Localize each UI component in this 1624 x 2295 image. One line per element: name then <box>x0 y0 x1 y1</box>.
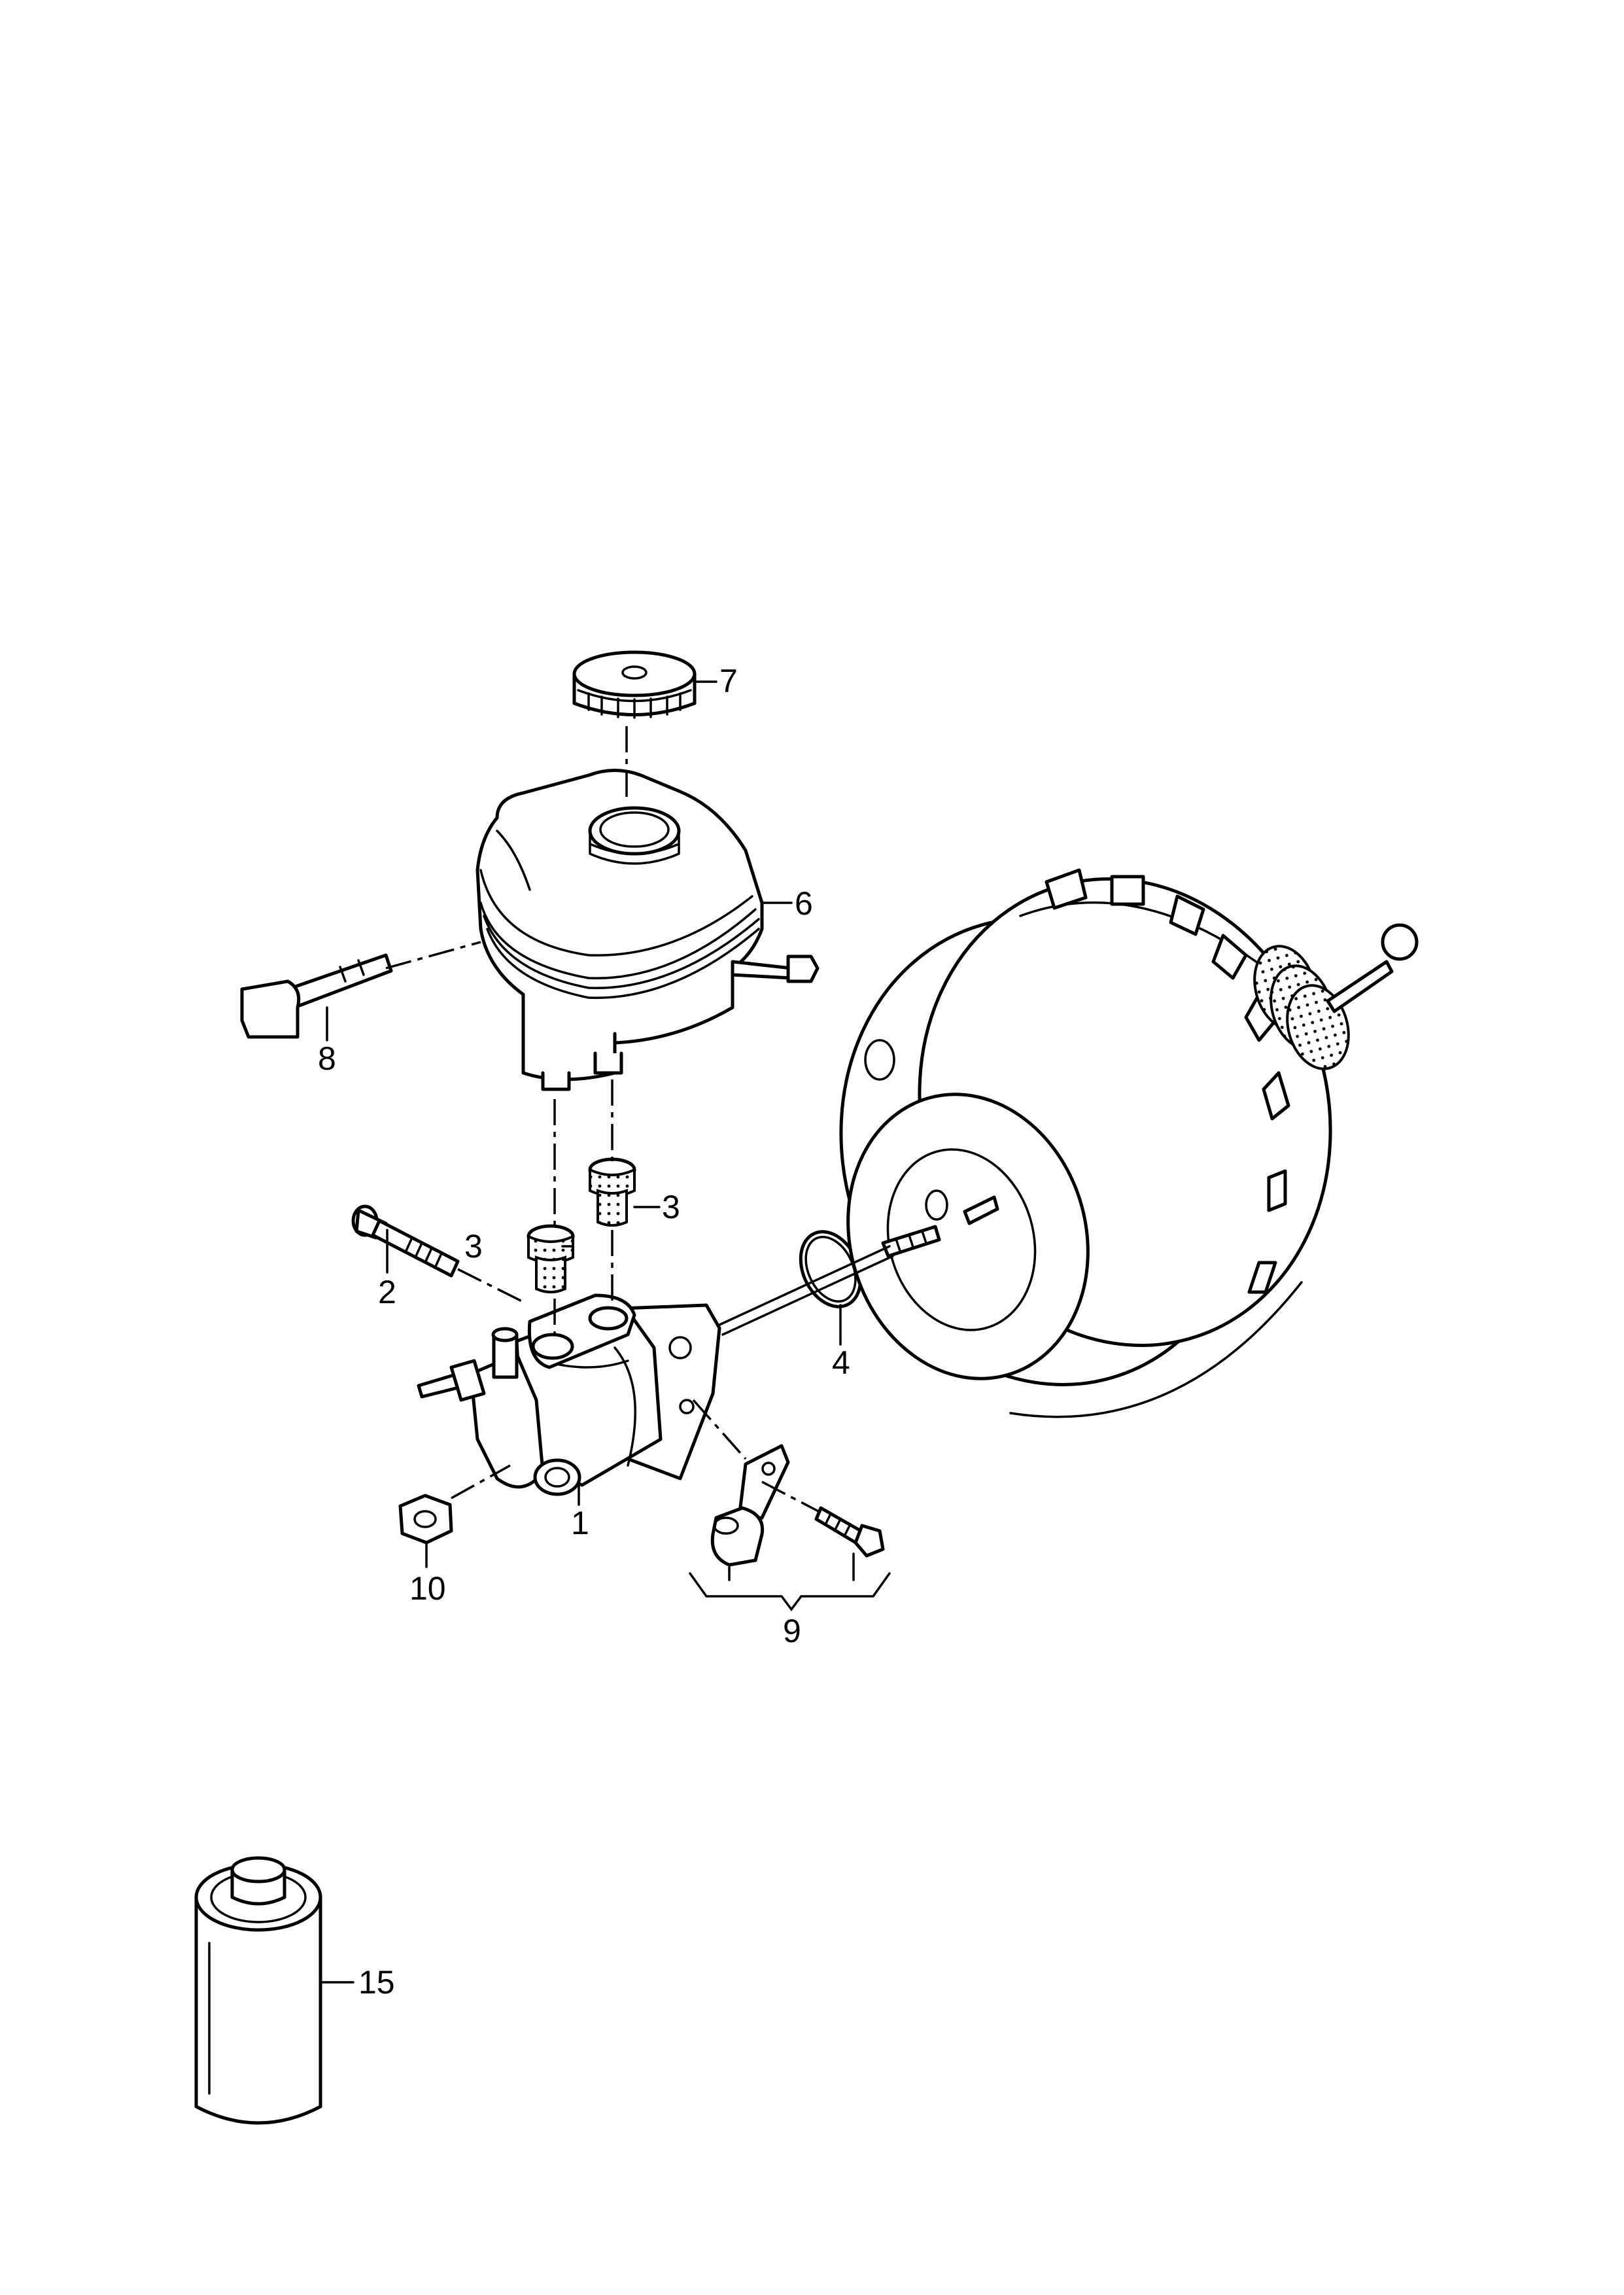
mounting-bolt <box>351 1204 460 1278</box>
level-sensor <box>240 953 393 1039</box>
reservoir-cap <box>572 650 697 719</box>
fluid-reservoir <box>475 769 820 1091</box>
hex-nut <box>398 1494 453 1545</box>
assembly-axes <box>385 726 821 1514</box>
grommet-lower <box>527 1224 575 1293</box>
leader-lines <box>319 680 891 1984</box>
callout-4: 4 <box>832 1344 850 1381</box>
callout-labels: 7 6 8 3 3 2 4 1 10 9 15 <box>318 663 850 2001</box>
brake-fluid-bottle <box>194 1856 322 2125</box>
callout-9: 9 <box>783 1613 801 1649</box>
callout-8: 8 <box>318 1040 336 1077</box>
callout-3-lower: 3 <box>464 1228 483 1265</box>
bracket-set <box>710 1444 885 1567</box>
callout-3-upper: 3 <box>662 1189 680 1225</box>
brake-booster <box>718 868 1419 1418</box>
callout-7: 7 <box>719 663 738 699</box>
callout-1: 1 <box>571 1505 589 1541</box>
callout-2: 2 <box>378 1274 396 1310</box>
master-cylinder <box>417 1293 721 1496</box>
callout-15: 15 <box>358 1964 395 2001</box>
callout-6: 6 <box>795 885 813 922</box>
callout-10: 10 <box>409 1570 446 1607</box>
grommet-upper <box>588 1157 636 1227</box>
